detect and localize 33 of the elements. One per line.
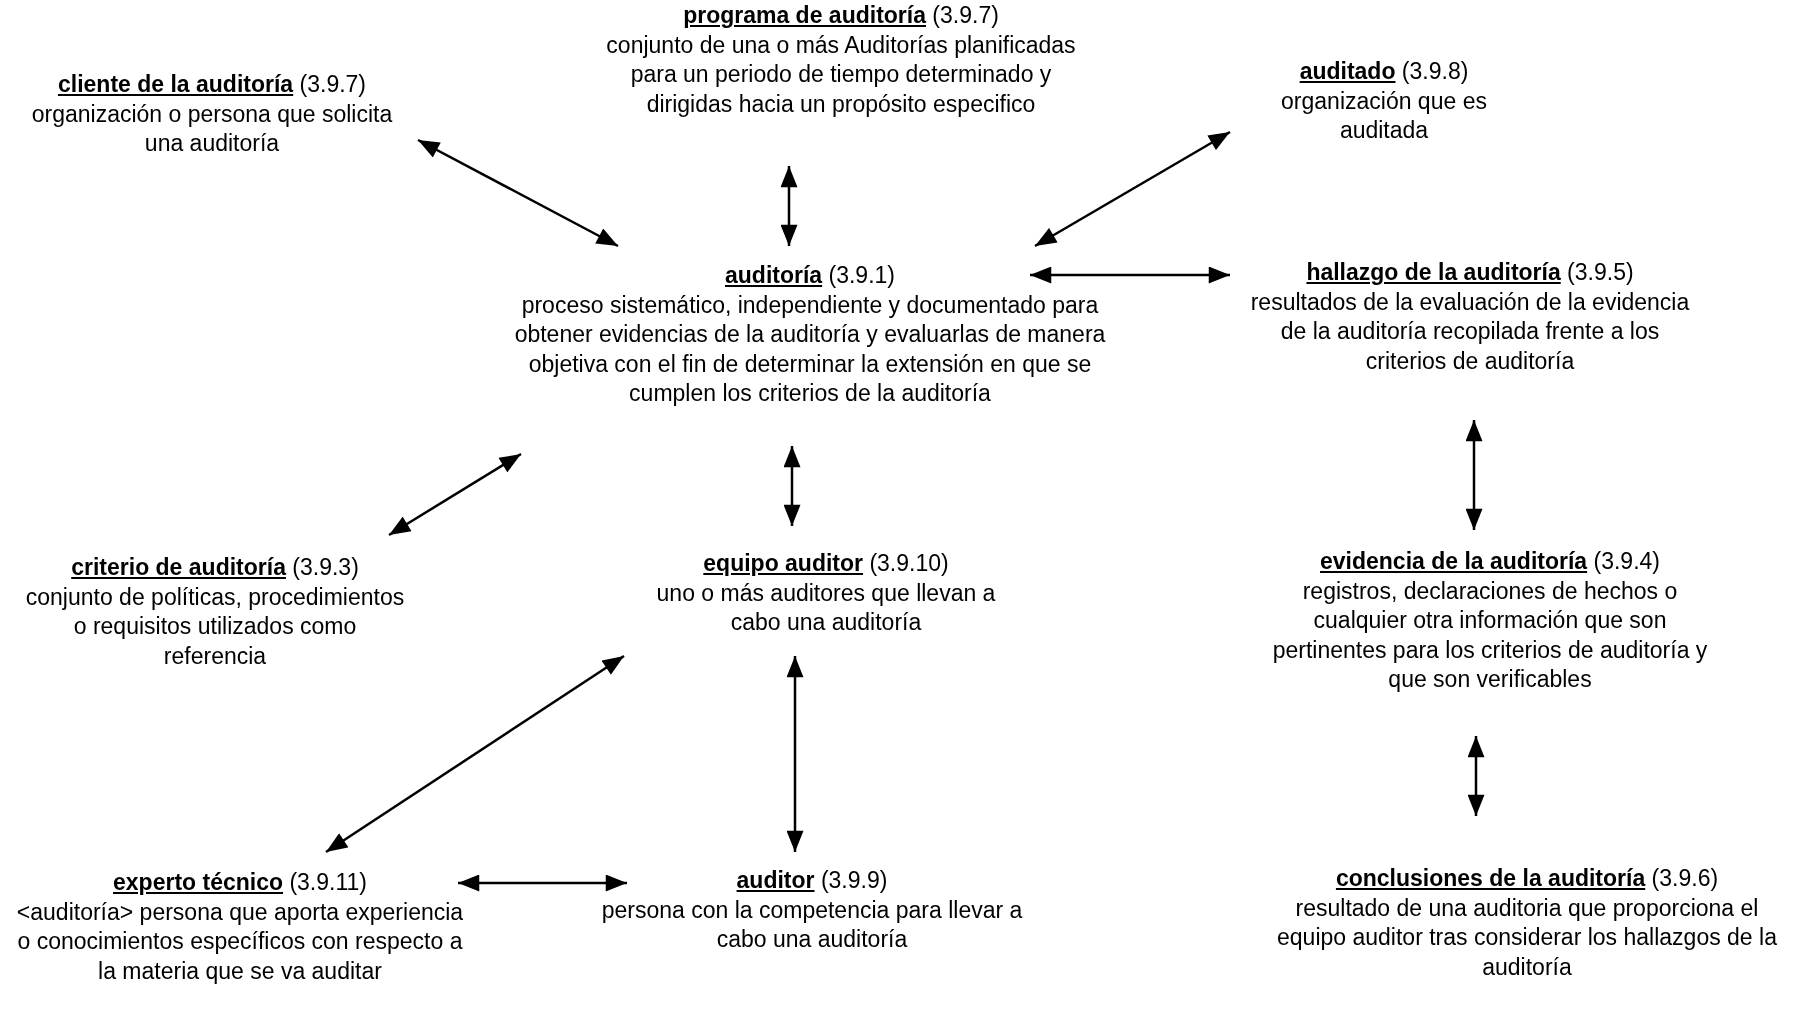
double-arrow [1465, 420, 1483, 530]
double-arrow [1467, 736, 1485, 816]
double-arrow [458, 874, 627, 892]
term-heading: auditado (3.9.8) [1298, 57, 1470, 86]
term-heading: cliente de la auditoría (3.9.7) [56, 70, 368, 99]
definition-text: organización que es auditada [1280, 86, 1488, 145]
term-heading: conclusiones de la auditoría (3.9.6) [1334, 864, 1720, 893]
definition-text: registros, declaraciones de hechos o cualquier otra información que son pertinentes para los criterios de auditoría y que son verificables [1271, 576, 1709, 694]
double-arrow [325, 654, 625, 854]
term-heading: hallazgo de la auditoría (3.9.5) [1305, 258, 1635, 287]
definition-text: persona con la competencia para llevar a cabo una auditoría [600, 895, 1024, 954]
definition-text: resultado de una auditoria que proporciona el equipo auditor tras considerar los hallazgos de la auditoría [1277, 893, 1777, 982]
double-arrow [417, 138, 619, 248]
definition-text: <auditoría> persona que aporta experiencia o conocimientos específicos con respecto a la materia que se va auditar [15, 897, 465, 986]
definition-text: resultados de la evaluación de la evidencia de la auditoría recopilada frente a los criterios de auditoría [1249, 287, 1691, 376]
term-heading: auditor (3.9.9) [735, 866, 889, 895]
definition-text: organización o persona que solicita una auditoría [30, 99, 394, 158]
term-heading: equipo auditor (3.9.10) [702, 549, 950, 578]
double-arrow [780, 166, 798, 246]
definition-text: conjunto de una o más Auditorías planificadas para un periodo de tiempo determinado y dirigidas hacia un propósito especifico [605, 30, 1077, 119]
definition-text: proceso sistemático, independiente y documentado para obtener evidencias de la auditoría y evaluarlas de manera objetiva con el fin de determinar la extensión en que se cumplen los criterios de la auditoría [513, 290, 1107, 408]
term-heading: evidencia de la auditoría (3.9.4) [1319, 547, 1661, 576]
double-arrow [783, 446, 801, 526]
double-arrow [1034, 130, 1231, 248]
definition-text: conjunto de políticas, procedimientos o requisitos utilizados como referencia [24, 582, 406, 671]
definition-text: uno o más auditores que llevan a cabo una auditoría [655, 578, 997, 637]
double-arrow [786, 656, 804, 852]
term-heading: programa de auditoría (3.9.7) [682, 1, 1000, 30]
term-heading: auditoría (3.9.1) [724, 261, 896, 290]
double-arrow [1030, 266, 1230, 284]
double-arrow [388, 452, 522, 537]
term-heading: experto técnico (3.9.11) [112, 868, 368, 897]
term-heading: criterio de auditoría (3.9.3) [70, 553, 360, 582]
